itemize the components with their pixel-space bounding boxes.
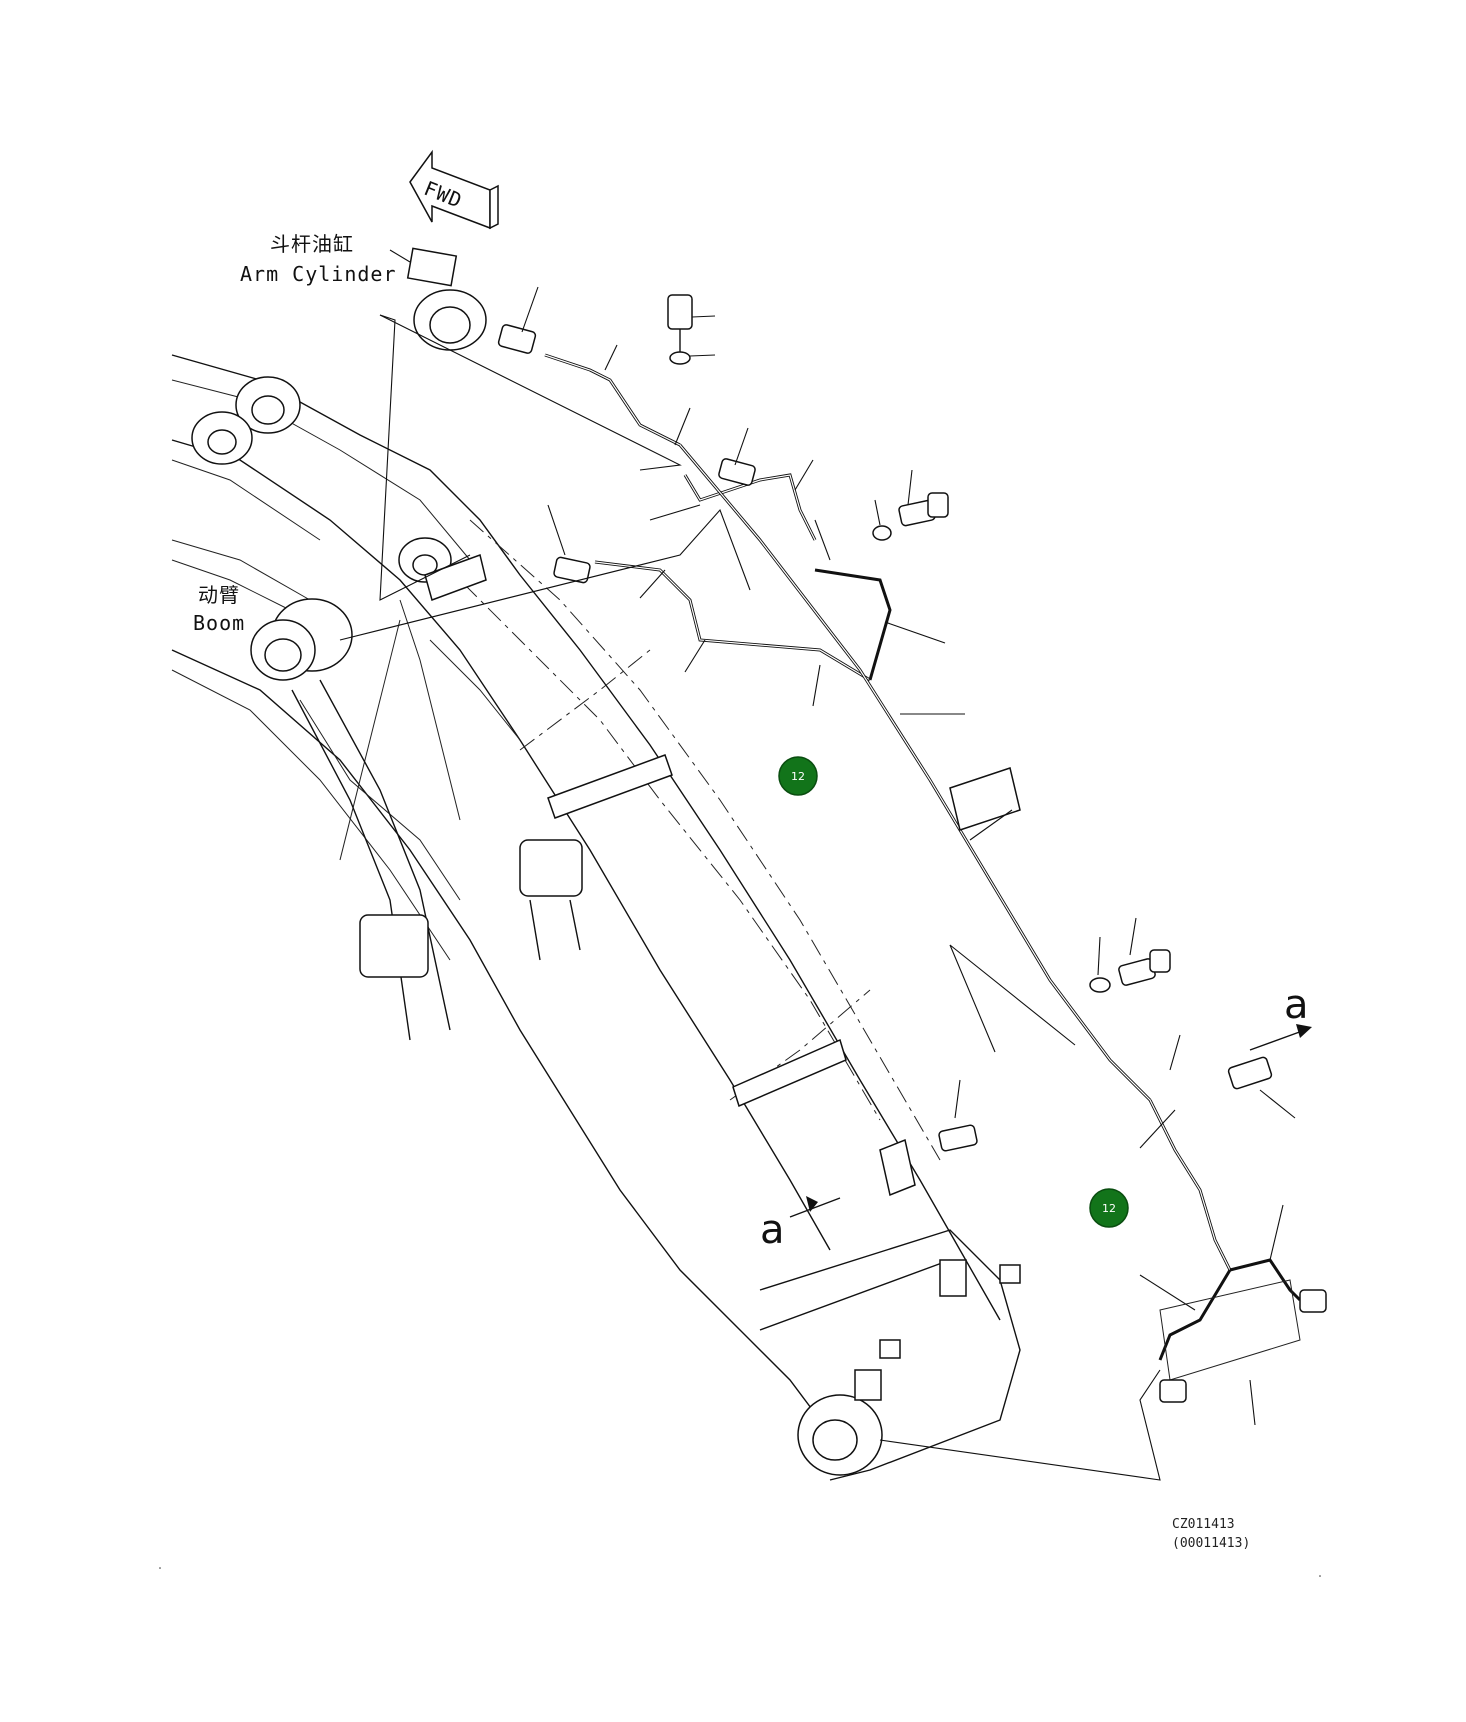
clamp-blocks [424,554,916,1197]
boom-label-cn: 动臂 [198,583,240,607]
callout-badge-label: 12 [791,770,805,783]
drawing-code-secondary: (00011413) [1172,1536,1250,1551]
callout-badge[interactable]: 12 [778,756,818,796]
view-a-bottom: a [760,1196,841,1253]
boom-top-pins [191,376,452,583]
callout-badge[interactable]: 12 [1089,1188,1129,1228]
drawing-code: CZ011413 [1172,1517,1235,1532]
fittings [497,294,1327,1403]
boom-end [759,1229,1021,1481]
view-a-top-label: a [1284,982,1309,1028]
boom-label-en: Boom [193,611,245,635]
leader-lines [339,286,1296,1481]
fwd-arrow: FWD [409,149,499,230]
boom-cylinder [250,598,583,1041]
view-a-top: a [1249,982,1312,1051]
callout-badge-label: 12 [1102,1202,1116,1215]
boom-structure [171,354,1001,1421]
view-a-bottom-label: a [760,1207,785,1253]
arm-cylinder-label-en: Arm Cylinder [240,262,397,286]
arm-cylinder-label-cn: 斗杆油缸 [270,232,354,256]
